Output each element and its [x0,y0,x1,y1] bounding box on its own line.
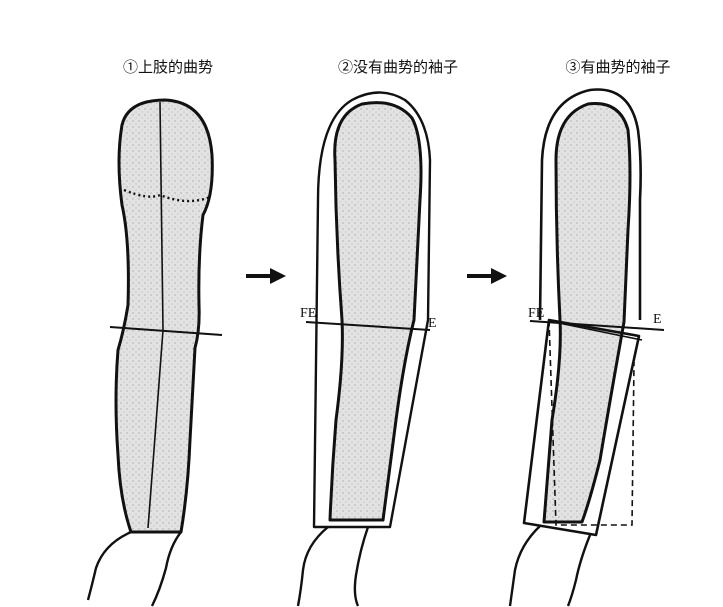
right-arrow-icon [467,268,507,284]
panel-1-caption: ①上肢的曲势 [122,58,213,76]
hand-outline [508,525,592,607]
elbow-line [305,321,431,331]
right-arrow-icon [246,268,286,284]
panel-2-e-label: E [428,316,437,331]
panel-1-upper-limb [86,98,223,607]
panel-3-curved-sleeve [508,88,665,607]
upper-limb-shape [114,98,214,534]
hand-outline [296,526,370,607]
limb-center-line [147,101,164,529]
elbow-line [109,326,223,336]
arm-inside-sleeve [328,101,423,522]
panel-3-fe-label: FE [528,306,544,321]
arm-inside-sleeve [542,102,632,524]
panel-3-caption: ③有曲势的袖子 [565,58,671,76]
original-sleeve-dashed [548,319,635,526]
panel-2-caption: ②没有曲势的袖子 [337,58,458,76]
rotated-lower-sleeve [522,318,641,537]
panel-2-straight-sleeve [296,91,432,607]
curvature-line [548,320,643,341]
elbow-line [529,320,665,331]
panel-2-fe-label: FE [300,306,316,321]
panel-3-e-label: E [653,312,662,327]
hand-outline [86,530,182,607]
